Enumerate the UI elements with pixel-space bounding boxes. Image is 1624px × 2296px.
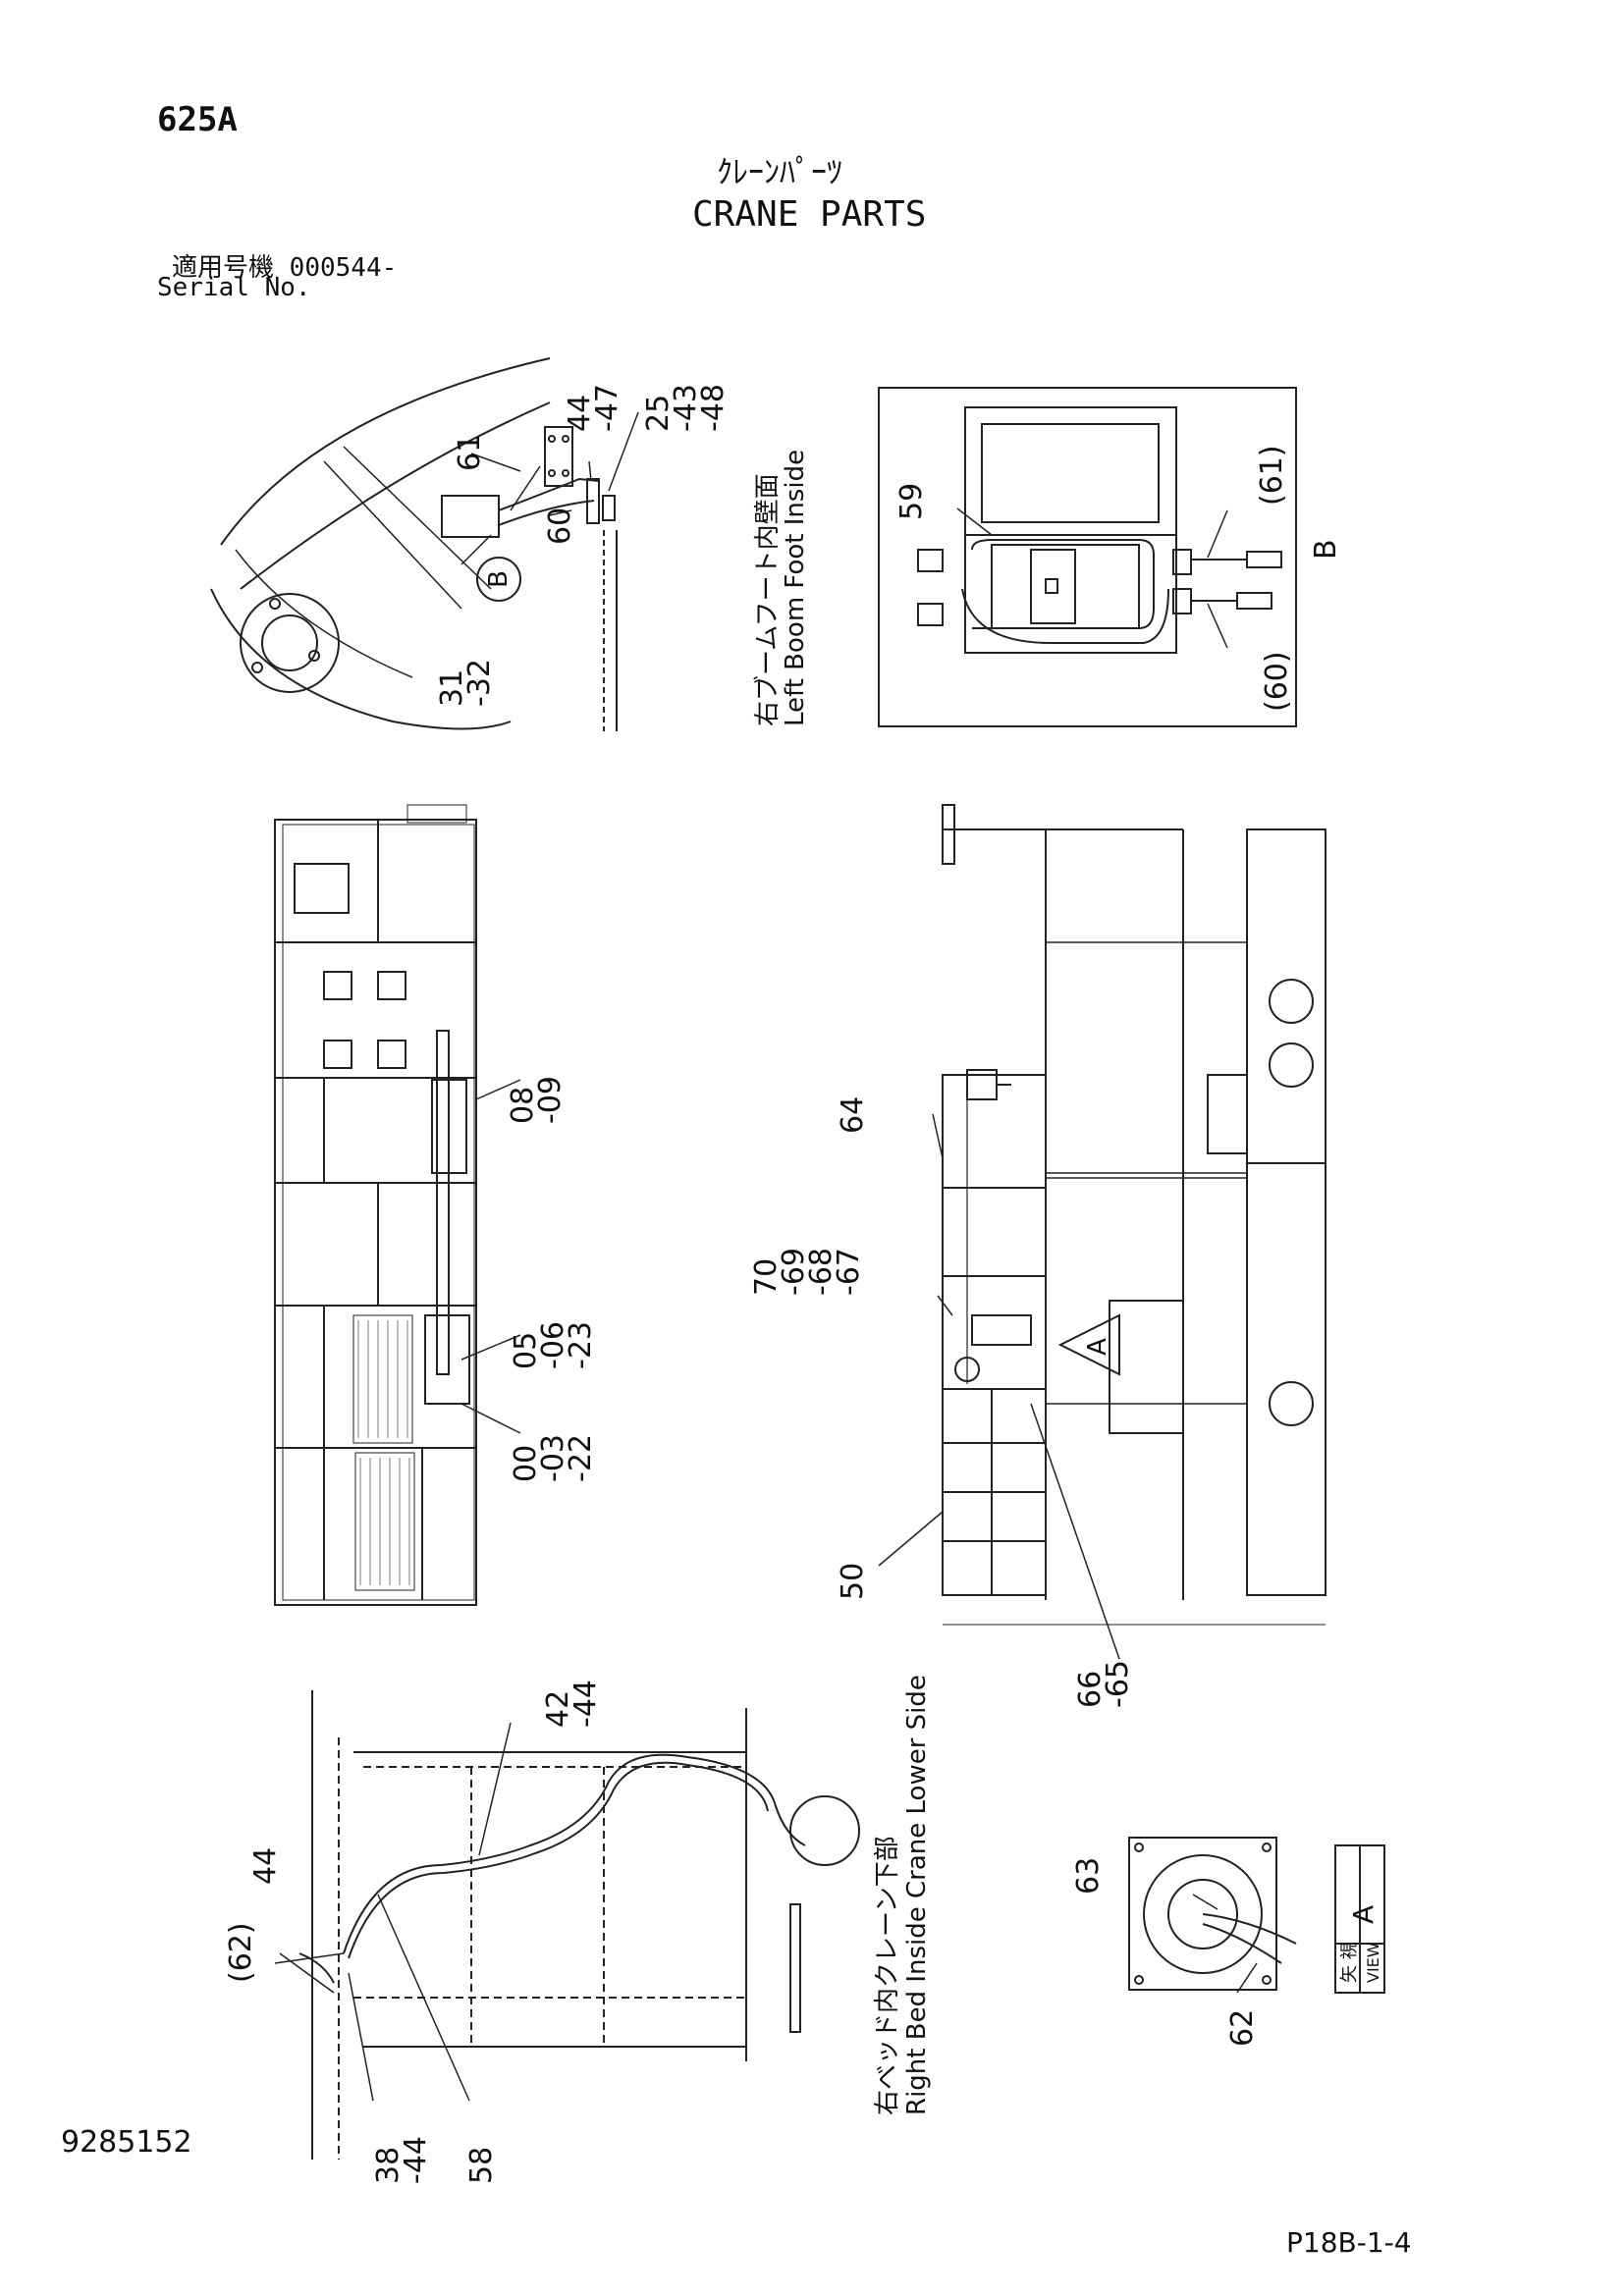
part-label-g9: 42-44 bbox=[541, 1680, 603, 1728]
view-a-label-jp: 矢 視 bbox=[1339, 1942, 1360, 1983]
part-label-g4: 08-09 bbox=[506, 1076, 568, 1124]
part-number: (61) bbox=[1255, 445, 1289, 506]
part-label-g6: 00-03-22 bbox=[509, 1434, 598, 1482]
part-label-g8: 66-65 bbox=[1073, 1660, 1135, 1708]
part-number: -43 bbox=[669, 384, 703, 432]
part-label-p58: 58 bbox=[464, 2147, 499, 2184]
part-label-p60b: (60) bbox=[1260, 651, 1294, 712]
part-label-p64: 64 bbox=[836, 1096, 870, 1134]
crane-top-view bbox=[274, 804, 521, 1606]
callout-b-letter: B bbox=[484, 570, 514, 588]
left-boom-foot-view bbox=[210, 357, 618, 731]
serial-value: 000544- bbox=[289, 253, 398, 283]
part-number: 66 bbox=[1073, 1671, 1108, 1708]
right-bed-caption-jp: 右ベッド内クレーン下部 bbox=[873, 1836, 902, 2115]
part-label-g2: 25-43-48 bbox=[641, 384, 731, 432]
part-label-g3: 31-32 bbox=[435, 659, 497, 707]
part-number: -44 bbox=[568, 1680, 603, 1728]
part-number: 50 bbox=[836, 1563, 870, 1600]
left-boom-caption-en: Left Boom Foot Inside bbox=[781, 450, 810, 726]
part-number: 31 bbox=[435, 669, 469, 707]
part-number: -47 bbox=[590, 384, 624, 432]
view-a-label-en: VIEW bbox=[1364, 1942, 1382, 1983]
part-number: (60) bbox=[1260, 651, 1294, 712]
callout-a-arrow bbox=[1057, 1313, 1120, 1376]
part-label-g7: 70-69-68-67 bbox=[749, 1248, 866, 1296]
part-label-g1: 44-47 bbox=[563, 384, 624, 432]
part-label-g5: 05-06-23 bbox=[509, 1321, 598, 1369]
label-leader-lines bbox=[460, 411, 639, 565]
model-code: 625A bbox=[157, 100, 238, 139]
part-number: 64 bbox=[836, 1096, 870, 1134]
part-number: -48 bbox=[696, 384, 731, 432]
part-number: -65 bbox=[1101, 1660, 1135, 1708]
part-label-p62b: 62 bbox=[1225, 2009, 1260, 2047]
part-number: 59 bbox=[894, 483, 929, 520]
part-label-p59: 59 bbox=[894, 483, 929, 520]
callout-a-letter: A bbox=[1083, 1338, 1112, 1356]
part-number: -06 bbox=[536, 1321, 570, 1369]
view-b-letter: B bbox=[1309, 539, 1343, 560]
page-title-japanese: ｸﾚｰﾝﾊﾟｰﾂ bbox=[717, 153, 843, 190]
part-number: 44 bbox=[563, 395, 597, 432]
right-bed-caption-en: Right Bed Inside Crane Lower Side bbox=[902, 1675, 932, 2115]
part-label-p62a: (62) bbox=[224, 1922, 258, 1983]
part-label-p61a: 61 bbox=[453, 434, 487, 471]
part-number: -67 bbox=[832, 1248, 866, 1296]
part-number: 58 bbox=[464, 2147, 499, 2184]
part-number: -03 bbox=[536, 1434, 570, 1482]
view-a-letter: A bbox=[1347, 1905, 1380, 1924]
part-number: -23 bbox=[564, 1321, 598, 1369]
part-number: 25 bbox=[641, 395, 676, 432]
part-label-p50: 50 bbox=[836, 1563, 870, 1600]
serial-label-japanese: 適用号機 bbox=[172, 253, 275, 283]
part-number: -32 bbox=[462, 659, 497, 707]
part-number: -09 bbox=[533, 1076, 568, 1124]
part-label-g10: 38-44 bbox=[371, 2136, 433, 2184]
part-number: -22 bbox=[564, 1434, 598, 1482]
page-code: P18B-1-4 bbox=[1286, 2226, 1412, 2259]
part-number: 42 bbox=[541, 1690, 575, 1728]
part-number: 44 bbox=[248, 1847, 283, 1885]
part-number: 60 bbox=[543, 507, 577, 545]
right-bed-view bbox=[274, 1690, 860, 2160]
part-label-p44: 44 bbox=[248, 1847, 283, 1885]
view-b-box bbox=[878, 387, 1297, 727]
part-number: 00 bbox=[509, 1445, 543, 1482]
part-number: 61 bbox=[453, 434, 487, 471]
page-title: CRANE PARTS bbox=[692, 194, 927, 235]
part-number: -44 bbox=[399, 2136, 433, 2184]
part-number: 62 bbox=[1225, 2009, 1260, 2047]
part-number: (62) bbox=[224, 1922, 258, 1983]
part-label-p61b: (61) bbox=[1255, 445, 1289, 506]
left-boom-caption-jp: 右ブームフート内壁面 bbox=[753, 473, 783, 726]
part-number: -68 bbox=[804, 1248, 839, 1296]
part-label-p60a: 60 bbox=[543, 507, 577, 545]
part-number: 08 bbox=[506, 1087, 540, 1124]
part-label-p63: 63 bbox=[1071, 1857, 1106, 1895]
part-number: 05 bbox=[509, 1332, 543, 1369]
part-number: 70 bbox=[749, 1258, 784, 1296]
serial-label: Serial No. bbox=[157, 273, 311, 302]
crane-side-view bbox=[878, 804, 1326, 1660]
view-a-detail bbox=[1128, 1837, 1297, 1994]
view-a-label-box bbox=[1334, 1844, 1385, 1994]
part-number: 38 bbox=[371, 2147, 406, 2184]
part-number: -69 bbox=[777, 1248, 811, 1296]
document-number: 9285152 bbox=[61, 2125, 192, 2160]
part-number: 63 bbox=[1071, 1857, 1106, 1895]
callout-b-circle bbox=[476, 557, 521, 602]
serial-line: 適用号機 000544- bbox=[172, 247, 397, 284]
